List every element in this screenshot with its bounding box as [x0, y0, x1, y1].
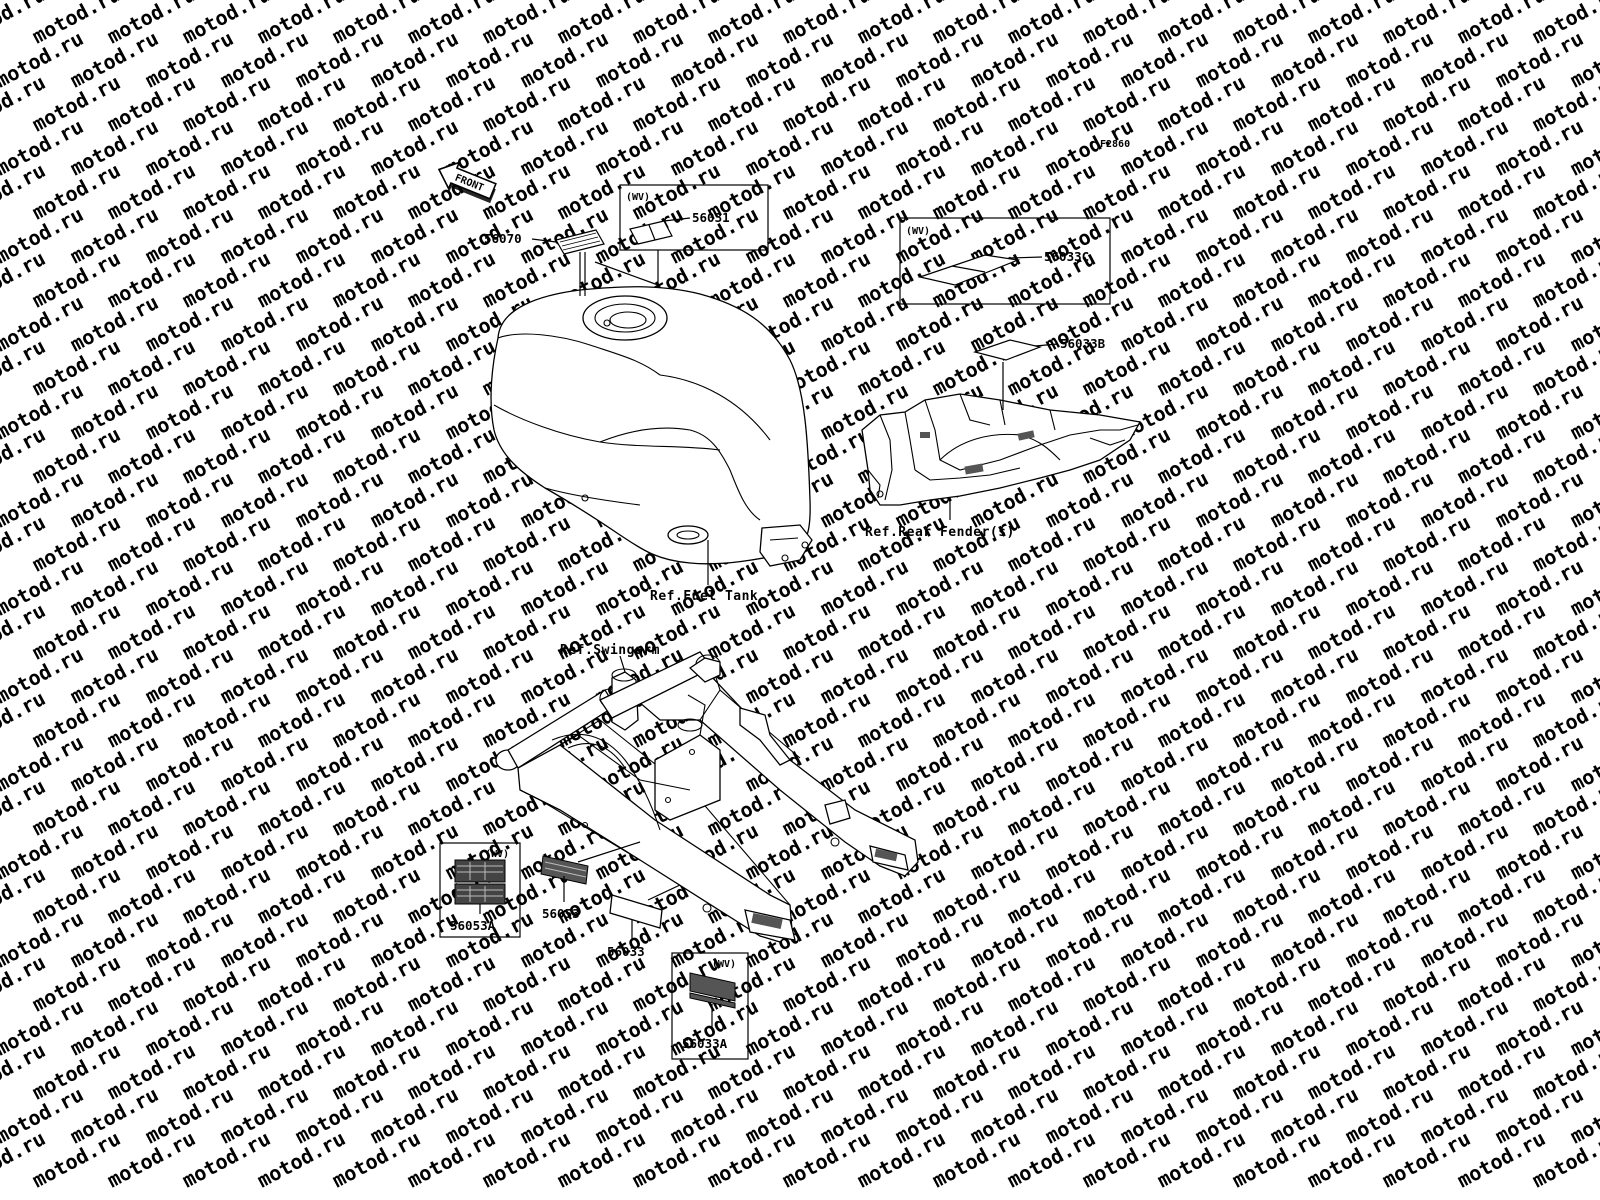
part-56033C[interactable]: (WV) 56033C — [899, 217, 1111, 305]
part-label-56053A: 56053A — [450, 918, 496, 933]
ref-swingarm-label: Ref.Swingarm — [560, 643, 660, 658]
fuel-tank-drawing — [490, 286, 813, 567]
part-label-56033A: 56033A — [682, 1036, 728, 1051]
part-56033A[interactable]: (WV) 56033A — [671, 952, 749, 1060]
part-label-56033C: 56033C — [1044, 249, 1089, 264]
variant-tag-56031: (WV) — [626, 192, 650, 203]
variant-tag-56033C: (WV) — [906, 226, 930, 237]
ref-rear-fender: Ref.Rear Fender(s) — [865, 498, 1015, 540]
part-label-56070: 56070 — [484, 231, 522, 246]
part-label-56031: 56031 — [692, 210, 730, 225]
ref-swingarm: Ref.Swingarm — [560, 643, 660, 673]
part-56033B[interactable]: 56033B — [972, 336, 1106, 410]
part-56031[interactable]: (WV) 56031 — [594, 184, 769, 286]
part-56070[interactable]: 56070 — [484, 229, 605, 296]
ref-fuel-tank-label: Ref.Fuel Tank — [650, 589, 758, 604]
part-56053A[interactable]: (WV) 56053A — [439, 842, 521, 938]
ref-rear-fender-label: Ref.Rear Fender(s) — [865, 525, 1015, 540]
front-arrow-icon: FRONT — [437, 161, 497, 204]
variant-tag-56033A: (WV) — [712, 959, 736, 970]
variant-tag-56053A: (WV) — [485, 849, 509, 860]
swingarm-drawing — [495, 651, 919, 943]
part-label-56053: 56053 — [542, 906, 580, 921]
part-56053[interactable]: 56053 — [540, 841, 641, 921]
part-56033[interactable]: 56033 — [607, 884, 681, 959]
rear-fender-drawing — [861, 393, 1142, 506]
figure-code: F2860 — [1100, 139, 1130, 150]
part-label-56033: 56033 — [607, 944, 645, 959]
ref-fuel-tank: Ref.Fuel Tank — [650, 540, 758, 604]
part-label-56033B: 56033B — [1060, 336, 1106, 351]
